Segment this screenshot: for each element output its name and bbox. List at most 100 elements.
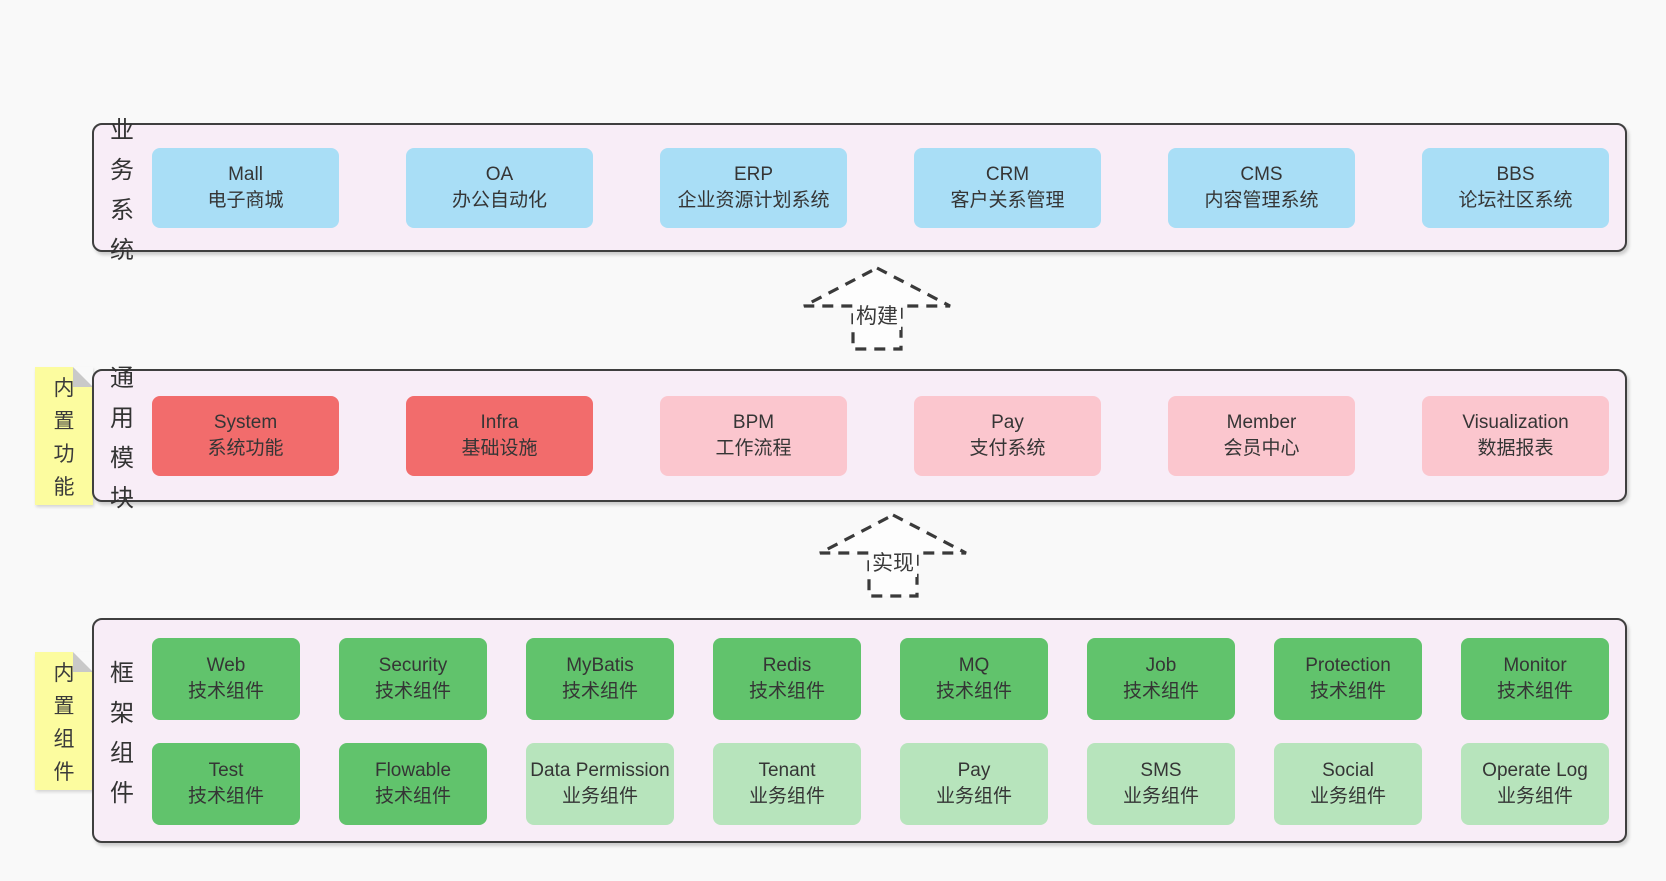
sticky-note-label: 内置功能	[35, 367, 93, 505]
box-subtitle-zh: 技术组件	[1122, 681, 1199, 702]
box-title-en: Job	[1145, 655, 1177, 676]
box-title-en: Operate Log	[1482, 760, 1588, 781]
box-subtitle-zh: 客户关系管理	[950, 189, 1065, 211]
vertical-char: 件	[110, 780, 134, 807]
vertical-char: 架	[110, 700, 134, 727]
box-title-en: Test	[208, 760, 244, 781]
box-title-en: Tenant	[758, 760, 816, 781]
box-web: Web 技术组件	[152, 638, 300, 720]
sticky-note-label: 内置组件	[35, 652, 93, 790]
box-title-en: Security	[378, 655, 448, 676]
box-title-en: Infra	[480, 411, 519, 433]
box-title-en: Data Permission	[530, 760, 670, 781]
box-subtitle-zh: 论坛社区系统	[1458, 189, 1573, 211]
sticky-note-builtin-components: 内置组件	[35, 652, 93, 790]
box-subtitle-zh: 技术组件	[561, 681, 638, 702]
box-mq: MQ 技术组件	[900, 638, 1048, 720]
box-crm: CRM 客户关系管理	[914, 147, 1101, 228]
box-subtitle-zh: 工作流程	[715, 437, 792, 459]
sticky-note-builtin-features: 内置功能	[35, 367, 93, 505]
box-title-en: OA	[485, 163, 514, 185]
vertical-char: 框	[110, 660, 134, 687]
box-operate-log: Operate Log 业务组件	[1461, 743, 1609, 825]
box-subtitle-zh: 业务组件	[1496, 786, 1573, 807]
vertical-char: 组	[110, 740, 134, 767]
box-subtitle-zh: 业务组件	[748, 786, 825, 807]
box-subtitle-zh: 技术组件	[374, 681, 451, 702]
panel-title: 业务系统	[102, 117, 142, 264]
box-subtitle-zh: 技术组件	[1496, 681, 1573, 702]
vertical-char: 务	[110, 157, 134, 184]
box-title-en: Visualization	[1462, 411, 1569, 433]
box-title-en: Member	[1226, 411, 1297, 433]
box-subtitle-zh: 技术组件	[187, 681, 264, 702]
box-monitor: Monitor 技术组件	[1461, 638, 1609, 720]
box-title-en: CRM	[985, 163, 1030, 185]
box-title-en: Monitor	[1503, 655, 1567, 676]
vertical-char: 业	[110, 117, 134, 144]
vertical-char: 置	[53, 694, 75, 718]
box-subtitle-zh: 技术组件	[935, 681, 1012, 702]
box-title-en: Redis	[762, 655, 812, 676]
box-job: Job 技术组件	[1087, 638, 1235, 720]
box-subtitle-zh: 技术组件	[187, 786, 264, 807]
box-security: Security 技术组件	[339, 638, 487, 720]
box-bbs: BBS 论坛社区系统	[1422, 147, 1609, 228]
box-subtitle-zh: 电子商城	[207, 189, 284, 211]
box-title-en: Mall	[228, 163, 263, 185]
box-title-en: CMS	[1240, 163, 1283, 185]
box-mybatis: MyBatis 技术组件	[526, 638, 674, 720]
box-title-en: Web	[206, 655, 246, 676]
box-title-en: BBS	[1496, 163, 1535, 185]
panel-title: 通用模块	[102, 365, 142, 512]
box-subtitle-zh: 企业资源计划系统	[677, 189, 830, 211]
box-title-en: MyBatis	[566, 655, 634, 676]
folded-corner-icon	[73, 652, 93, 672]
vertical-char: 内	[53, 376, 75, 400]
panel-framework-components: 框架组件 Web 技术组件 Security 技术组件 MyBatis 技术组件 Redis…	[92, 618, 1627, 843]
box-subtitle-zh: 业务组件	[561, 786, 638, 807]
box-data-permission: Data Permission 业务组件	[526, 743, 674, 825]
box-subtitle-zh: 会员中心	[1223, 437, 1300, 459]
box-pay: Pay 业务组件	[900, 743, 1048, 825]
panel-title: 框架组件	[102, 620, 142, 841]
vertical-char: 功	[53, 442, 75, 466]
box-title-en: Pay	[957, 760, 991, 781]
vertical-char: 能	[53, 475, 75, 499]
box-subtitle-zh: 技术组件	[1309, 681, 1386, 702]
box-title-en: MQ	[958, 655, 990, 676]
vertical-char: 系	[110, 197, 134, 224]
vertical-char: 块	[110, 485, 134, 512]
box-subtitle-zh: 业务组件	[935, 786, 1012, 807]
vertical-char: 置	[53, 409, 75, 433]
vertical-char: 统	[110, 237, 134, 264]
build-arrow-icon: 构建	[802, 266, 952, 351]
vertical-char: 模	[110, 445, 134, 472]
box-title-en: Pay	[991, 411, 1024, 433]
box-test: Test 技术组件	[152, 743, 300, 825]
box-bpm: BPM 工作流程	[660, 395, 847, 476]
box-title-en: Social	[1322, 760, 1374, 781]
box-tenant: Tenant 业务组件	[713, 743, 861, 825]
box-title-en: BPM	[732, 411, 775, 433]
vertical-char: 内	[53, 661, 75, 685]
box-mall: Mall 电子商城	[152, 147, 339, 228]
